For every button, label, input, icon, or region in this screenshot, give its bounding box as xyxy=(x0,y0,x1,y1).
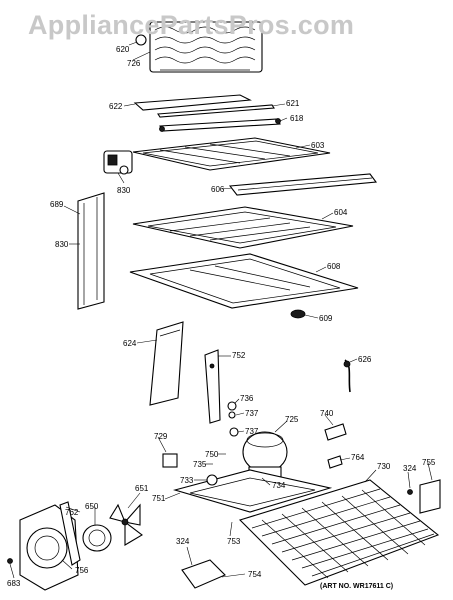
heater-618 xyxy=(159,118,281,132)
label-755: 755 xyxy=(422,458,436,467)
grommet-737a xyxy=(228,411,236,419)
label-737-lower: 737 xyxy=(245,427,259,436)
side-duct xyxy=(77,192,105,310)
heater-end-left xyxy=(159,126,165,132)
rail-621 xyxy=(157,104,275,118)
label-620: 620 xyxy=(116,45,130,54)
label-618: 618 xyxy=(290,114,304,123)
label-730: 730 xyxy=(377,462,391,471)
overload-729 xyxy=(162,453,178,468)
label-737-upper: 737 xyxy=(245,409,259,418)
label-324-right: 324 xyxy=(403,464,417,473)
evaporator-coil xyxy=(149,21,263,73)
label-756: 756 xyxy=(75,566,89,575)
label-729: 729 xyxy=(154,432,168,441)
label-734: 734 xyxy=(272,481,286,490)
tray-754 xyxy=(181,559,226,589)
compressor-725 xyxy=(242,431,288,478)
thermostat-830 xyxy=(103,150,133,175)
label-735: 735 xyxy=(193,460,207,469)
label-604: 604 xyxy=(334,208,348,217)
fan-motor-650 xyxy=(82,524,112,552)
art-number: (ART NO. WR17611 C) xyxy=(320,583,394,590)
grommet-736 xyxy=(227,401,237,411)
label-683: 683 xyxy=(7,579,21,588)
label-751: 751 xyxy=(152,494,166,503)
label-764: 764 xyxy=(351,453,365,462)
label-762: 762 xyxy=(65,508,79,517)
label-830-duct: 830 xyxy=(55,240,69,249)
label-609: 609 xyxy=(319,314,333,323)
duct-624 xyxy=(149,321,184,406)
label-754: 754 xyxy=(248,570,262,579)
label-650: 650 xyxy=(85,502,99,511)
gasket-762 xyxy=(59,501,81,566)
label-736: 736 xyxy=(240,394,254,403)
label-608: 608 xyxy=(327,262,341,271)
label-733: 733 xyxy=(180,476,194,485)
label-651: 651 xyxy=(135,484,149,493)
bracket-755 xyxy=(419,479,441,514)
watermark: AppliancePartsPros.com xyxy=(28,10,355,40)
label-622: 622 xyxy=(109,102,123,111)
label-603: 603 xyxy=(311,141,325,150)
label-624: 624 xyxy=(123,339,137,348)
label-753: 753 xyxy=(227,537,241,546)
bracket-752 xyxy=(204,349,221,424)
screw-620 xyxy=(135,34,147,46)
label-726: 726 xyxy=(127,59,141,68)
grommet-737b xyxy=(229,427,239,437)
condenser-730 xyxy=(238,479,440,586)
label-626: 626 xyxy=(358,355,372,364)
label-752: 752 xyxy=(232,351,246,360)
label-621: 621 xyxy=(286,99,300,108)
label-750: 750 xyxy=(205,450,219,459)
relay-740 xyxy=(324,423,347,441)
label-606: 606 xyxy=(211,185,225,194)
drip-pan-604 xyxy=(132,206,354,249)
clip-764 xyxy=(327,455,343,469)
evaporator-cover-622 xyxy=(133,94,252,111)
label-725: 725 xyxy=(285,415,299,424)
leader-lines xyxy=(9,41,433,579)
fan-blade-651 xyxy=(109,503,143,546)
fan-shroud-756 xyxy=(19,504,79,591)
label-689: 689 xyxy=(50,200,64,209)
label-324-left: 324 xyxy=(176,537,190,546)
grommet-609 xyxy=(290,309,306,319)
label-830-thermostat: 830 xyxy=(117,186,131,195)
screw-324a xyxy=(407,489,413,495)
label-740: 740 xyxy=(320,409,334,418)
part-733 xyxy=(206,474,218,486)
screw-683 xyxy=(7,558,13,564)
heater-end-right xyxy=(275,118,281,124)
